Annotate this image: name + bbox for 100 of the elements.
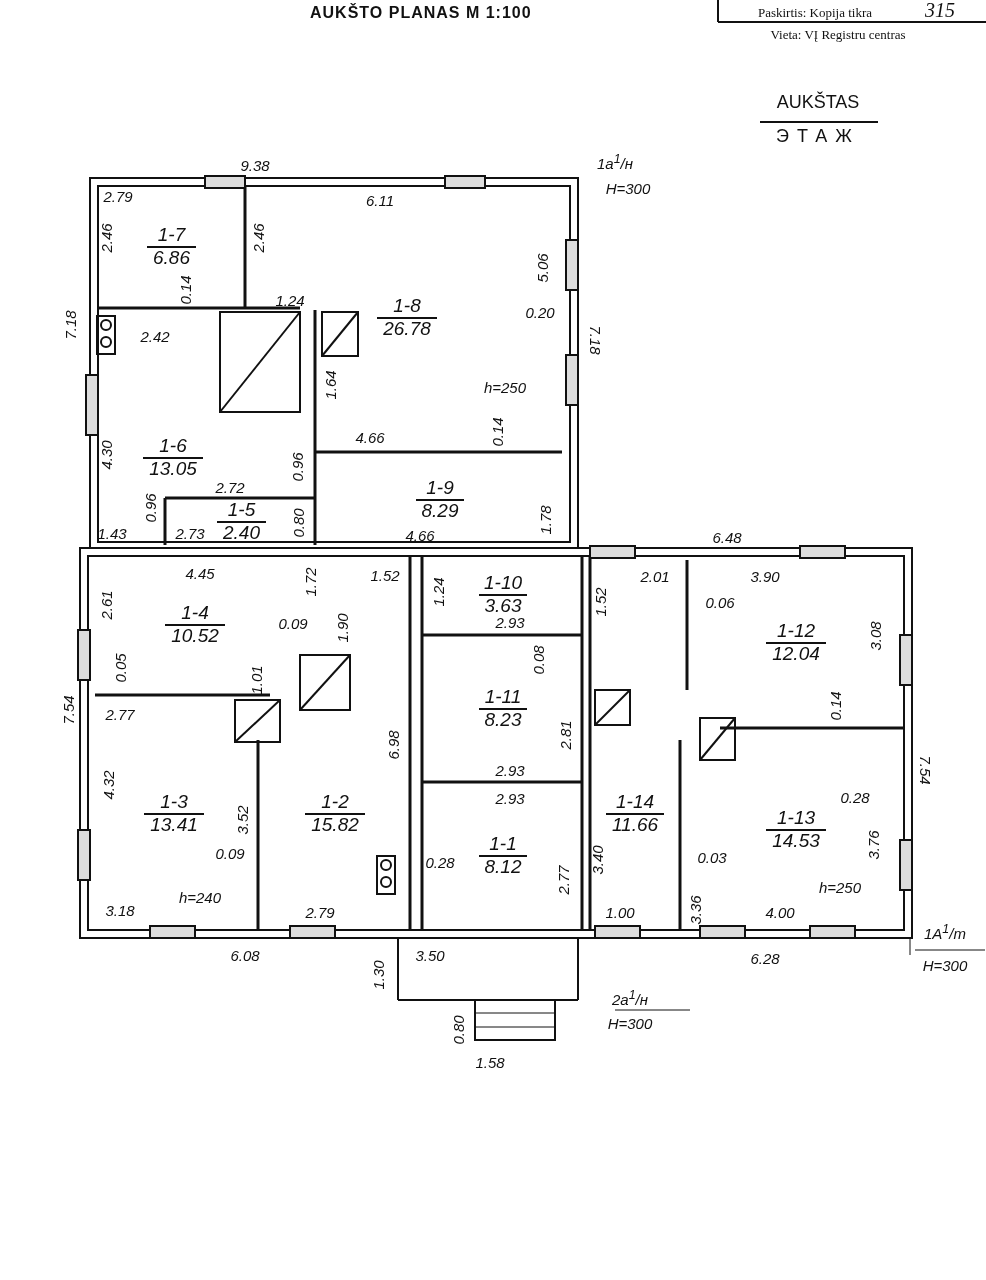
dimension-label: 1.52 [370, 567, 400, 583]
dimension-label: 1a$^{1}$/н [596, 153, 634, 171]
room-area-value: 26.78 [377, 317, 437, 340]
dimension-label: 0.80 [450, 1015, 466, 1045]
stamp-text: Paskirtis: Kopija tikra [757, 5, 873, 19]
room-area-value: 8.12 [478, 855, 528, 878]
room-number: 1-14 [615, 792, 655, 813]
dimension-label: H=300 [607, 1015, 653, 1031]
room-area-value: 10.52 [165, 624, 225, 647]
dimension-label: 4.32 [100, 770, 116, 800]
dimension-label: 2.72 [215, 479, 245, 495]
dimension-label: 0.08 [530, 645, 546, 675]
room-area-value: 15.82 [305, 813, 365, 836]
dimension-label: 1.01 [248, 665, 264, 695]
dimension-label: 2.42 [140, 328, 170, 344]
dimension-label: 3.36 [687, 895, 703, 925]
dimension-label: 2.46 [98, 223, 114, 253]
dimension-label: 7.54 [917, 755, 933, 785]
stamp-text: Vieta: VĮ Registru centras [770, 27, 906, 41]
room-number: 1-13 [776, 808, 816, 829]
room-number: 1-11 [483, 687, 523, 708]
room-number: 1-8 [392, 296, 422, 317]
dimension-label: 7.18 [62, 310, 78, 340]
room-number: 1-5 [226, 500, 257, 521]
room-area-value: 8.29 [415, 499, 465, 522]
dimension-label: 1.30 [370, 960, 386, 990]
floor-label: AUKŠTAS [776, 93, 860, 111]
dimension-label: 1.24 [430, 577, 446, 607]
dimension-label: 2.77 [105, 706, 135, 722]
dimension-label: 0.80 [290, 508, 306, 538]
dimension-label: h=250 [818, 879, 862, 895]
dimension-label: 4.30 [98, 440, 114, 470]
dimension-label: 4.00 [765, 904, 795, 920]
dimension-label: 0.14 [827, 691, 843, 721]
dimension-label: 2.46 [250, 223, 266, 253]
dimension-label: 0.28 [840, 789, 870, 805]
dimension-label: 0.09 [278, 615, 308, 631]
room-number: 1-6 [158, 436, 188, 457]
dimension-label: 1.58 [475, 1054, 505, 1070]
room-number: 1-1 [488, 834, 518, 855]
dimension-label: 1A$^{1}$/m [924, 923, 966, 941]
dimension-label: 6.48 [712, 529, 742, 545]
room-area-value: 14.53 [766, 829, 826, 852]
dimension-label: h=250 [483, 379, 527, 395]
dimension-label: 1.64 [322, 370, 338, 400]
room-number: 1-9 [425, 478, 455, 499]
room-number: 1-2 [320, 792, 350, 813]
dimension-label: 6.11 [365, 192, 395, 208]
dimension-label: 2.73 [175, 525, 205, 541]
room-area-value: 11.66 [605, 813, 665, 836]
dimension-label: 1.90 [334, 613, 350, 643]
dimension-label: 2.01 [640, 568, 670, 584]
dimension-label: 4.66 [405, 527, 435, 543]
dimension-label: 3.18 [105, 902, 135, 918]
dimension-label: 2.79 [305, 904, 335, 920]
dimension-label: h=240 [178, 889, 222, 905]
dimension-label: 1.78 [537, 505, 553, 535]
dimension-label: 3.52 [234, 805, 250, 835]
dimension-label: 0.05 [112, 653, 128, 683]
stamp-text: 315 [925, 0, 955, 20]
dimension-label: 2.93 [495, 790, 525, 806]
dimension-label: 0.96 [289, 452, 305, 482]
room-area-value: 13.41 [144, 813, 204, 836]
room-number: 1-4 [180, 603, 210, 624]
dimension-label: 9.38 [240, 157, 270, 173]
dimension-label: 2.93 [495, 762, 525, 778]
dimension-label: 0.96 [142, 493, 158, 523]
room-area-value: 6.86 [147, 246, 196, 269]
room-area-value: 8.23 [478, 708, 528, 731]
dimension-label: 1.52 [592, 587, 608, 617]
dimension-label: 4.45 [185, 565, 215, 581]
dimension-label: 0.03 [697, 849, 727, 865]
dimension-label: 5.06 [534, 253, 550, 283]
dimension-label: 0.09 [215, 845, 245, 861]
dimension-label: H=300 [922, 957, 968, 973]
dimension-label: 2a$^{1}$/н [611, 989, 649, 1007]
dimension-label: 1.00 [605, 904, 635, 920]
dimension-label: 7.54 [60, 695, 76, 725]
dimension-label: 2.77 [555, 865, 571, 895]
dimension-label: 2.61 [98, 590, 114, 620]
room-number: 1-12 [776, 620, 816, 642]
plan-title: AUKŠTO PLANAS M 1:100 [310, 4, 532, 22]
dimension-label: 3.40 [589, 845, 605, 875]
room-number: 1-3 [159, 792, 189, 813]
dimension-label: 6.08 [230, 947, 260, 963]
room-area-value: 3.63 [478, 594, 528, 617]
dimension-label: 7.18 [587, 325, 603, 355]
dimension-label: 3.76 [865, 830, 881, 860]
dimension-label: 3.90 [750, 568, 780, 584]
dimension-label: 2.81 [557, 720, 573, 750]
dimension-label: 3.08 [867, 621, 883, 651]
room-area-value: 12.04 [766, 641, 826, 665]
dimension-label: 6.28 [750, 950, 780, 966]
dimension-label: 2.79 [103, 188, 133, 204]
dimension-label: 1.24 [275, 292, 305, 308]
room-number: 1-7 [156, 225, 187, 246]
dimension-label: H=300 [605, 180, 651, 196]
dimension-label: 0.28 [425, 854, 455, 870]
dimension-label: 1.43 [97, 525, 127, 541]
dimension-label: 0.14 [177, 275, 193, 305]
